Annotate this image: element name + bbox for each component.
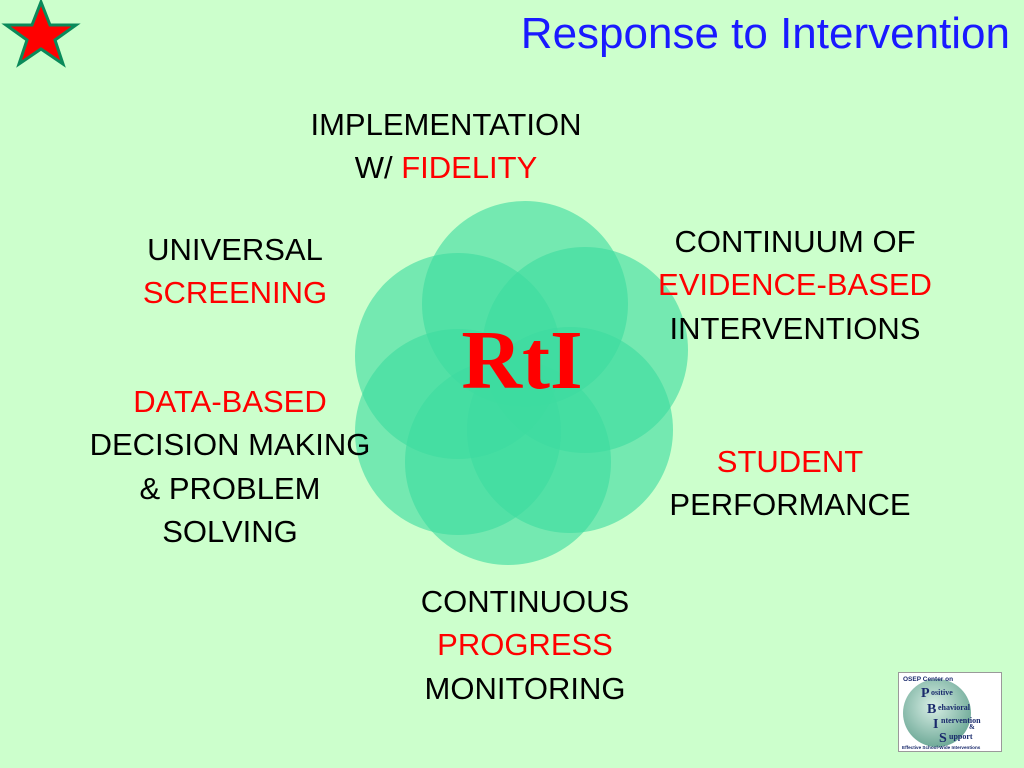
implementation-line2: W/ FIDELITY xyxy=(196,146,696,189)
pbis-logo-icon: OSEP Center on P ositive B ehavioral I n… xyxy=(898,672,1002,752)
databased-line3: & PROBLEM xyxy=(139,470,321,506)
logo-top-text: OSEP Center on xyxy=(903,676,953,683)
slide-title: Response to Intervention xyxy=(520,9,1010,58)
label-progress-monitoring: CONTINUOUS PROGRESS MONITORING xyxy=(300,580,750,710)
implementation-w: W/ xyxy=(354,150,402,186)
logo-letter-i: I xyxy=(933,717,938,732)
student-line1: STUDENT xyxy=(716,444,864,479)
continuum-line3: INTERVENTIONS xyxy=(669,310,921,346)
petal-upper-left xyxy=(355,253,561,459)
rti-flower-diagram: RtI xyxy=(355,201,688,565)
implementation-line1: IMPLEMENTATION xyxy=(310,107,582,142)
logo-letter-p: P xyxy=(921,686,930,701)
databased-line2: DECISION MAKING xyxy=(89,427,371,463)
logo-bottom-text: Effective School-Wide Interventions xyxy=(902,745,981,750)
continuum-line1: CONTINUUM OF xyxy=(674,224,916,259)
continuum-evidence-based: EVIDENCE-BASED xyxy=(658,267,932,303)
student-line2: PERFORMANCE xyxy=(669,487,911,523)
implementation-fidelity: FIDELITY xyxy=(401,150,538,186)
progress-line2: PROGRESS xyxy=(437,627,613,663)
logo-word-1: ositive xyxy=(931,688,953,697)
label-continuum-interventions: CONTINUUM OF EVIDENCE-BASED INTERVENTION… xyxy=(580,220,1010,350)
logo-word-4: upport xyxy=(949,732,973,741)
logo-word-2: ehavioral xyxy=(938,703,971,712)
label-universal-screening: UNIVERSAL SCREENING xyxy=(60,228,410,315)
progress-line1: CONTINUOUS xyxy=(420,584,630,619)
rti-center-label: RtI xyxy=(461,314,582,407)
logo-letter-s: S xyxy=(939,731,947,746)
progress-line3: MONITORING xyxy=(424,670,626,706)
label-student-performance: STUDENT PERFORMANCE xyxy=(580,440,1000,527)
label-implementation-fidelity: IMPLEMENTATION W/ FIDELITY xyxy=(196,103,696,190)
logo-amp: & xyxy=(969,723,975,731)
logo-word-3: ntervention xyxy=(941,716,981,725)
databased-line1: DATA-BASED xyxy=(133,384,327,419)
star-icon xyxy=(1,0,81,68)
universal-screening: SCREENING xyxy=(142,275,328,311)
label-data-based-decision: DATA-BASED DECISION MAKING & PROBLEM SOL… xyxy=(0,380,460,554)
databased-line4: SOLVING xyxy=(162,514,298,550)
logo-letter-b: B xyxy=(927,702,936,717)
universal-line1: UNIVERSAL xyxy=(147,232,323,267)
